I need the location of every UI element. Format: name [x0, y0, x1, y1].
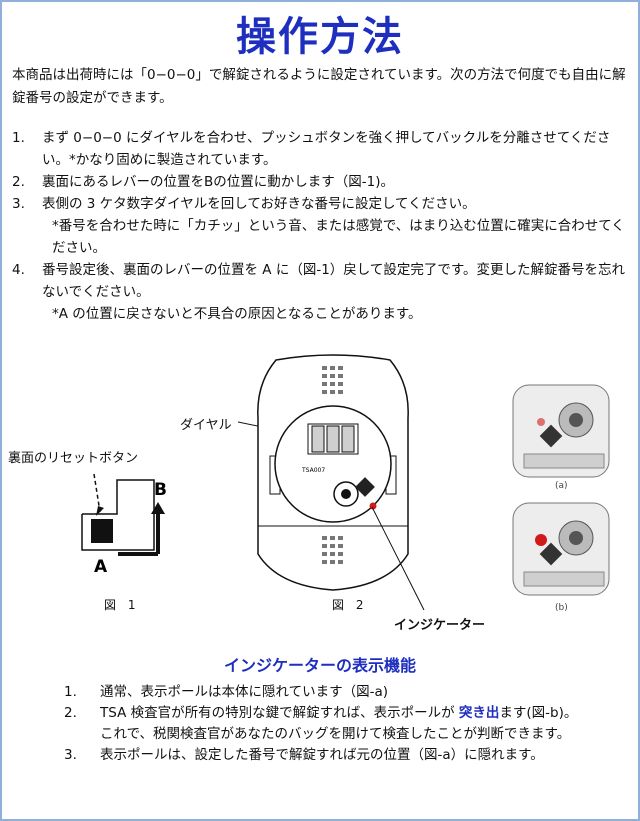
photo-indicator-hidden [537, 418, 545, 426]
figure-1-diagram: B A [81, 473, 167, 577]
step-text: 表側の 3 ケタ数字ダイヤルを回してお好きな番号に設定してください。 [42, 196, 476, 212]
item-text: 表示ポールは、設定した番号で解錠すれば元の位置（図-a）に隠れます。 [100, 747, 544, 763]
photo-a-caption: (a) [555, 481, 568, 491]
indicator-section-heading: インジケーターの表示機能 [223, 656, 416, 675]
tsa-logo-mark [355, 477, 375, 497]
photo-a: (a) [512, 384, 610, 491]
item-number: 3. [64, 747, 77, 763]
indicator-dot [369, 502, 377, 510]
intro-text: 本商品は出荷時には「0−0−0」で解錠されるように設定されています。次の方法で何… [12, 67, 626, 106]
indicator-pointer-line [371, 506, 425, 611]
photo-keyhole [569, 413, 583, 427]
item-text-after: ます(図-b)。これで、税関検査官があなたのバッグを開けて検査したことが判断でき… [100, 705, 578, 742]
pointer-arrow [93, 473, 101, 513]
indicator-item-2: 2. TSA 検査官が所有の特別な鍵で解錠すれば、表示ポールが 突き出ます(図-… [64, 703, 584, 745]
step-number: 4. [12, 262, 25, 278]
photo-keyhole [569, 531, 583, 545]
setup-steps: 1. まず 0−0−0 にダイヤルを合わせ、プッシュボタンを強く押してバックルを… [12, 127, 634, 325]
lever-b-label: B [154, 480, 167, 500]
photo-buckle [523, 571, 605, 587]
vent-grid-bottom [322, 536, 343, 564]
item-number: 2. [64, 705, 77, 721]
dial-wheels [311, 425, 355, 453]
photo-indicator-raised [535, 534, 547, 546]
lever-a-label: A [94, 557, 108, 577]
reset-button-label: 裏面のリセットボタン [8, 451, 139, 466]
vent-grid-top [322, 366, 343, 394]
step-1: 1. まず 0−0−0 にダイヤルを合わせ、プッシュボタンを強く押してバックルを… [12, 127, 634, 171]
step-note: *番号を合わせた時に「カチッ」という音、または感覚で、はまり込む位置に確実に合わ… [52, 218, 625, 256]
step-text: 裏面にあるレバーの位置をBの位置に動かします（図-1)。 [42, 174, 394, 190]
indicator-item-3: 3. 表示ポールは、設定した番号で解錠すれば元の位置（図-a）に隠れます。 [64, 745, 584, 766]
item-text: 通常、表示ポールは本体に隠れています（図-a) [100, 684, 389, 700]
step-3: 3. 表側の 3 ケタ数字ダイヤルを回してお好きな番号に設定してください。 *番… [12, 193, 634, 259]
item-text-before: TSA 検査官が所有の特別な鍵で解錠すれば、表示ポールが [100, 705, 459, 721]
arrow-head [151, 502, 165, 514]
figure-2-lock: TSA007 [238, 354, 409, 591]
page-title: 操作方法 [236, 14, 404, 60]
step-text: まず 0−0−0 にダイヤルを合わせ、プッシュボタンを強く押してバックルを分離さ… [42, 130, 611, 168]
figure-1-caption: 図 1 [104, 598, 140, 612]
dial-label: ダイヤル [180, 418, 232, 433]
item-number: 1. [64, 684, 77, 700]
indicator-label: インジケーター [394, 618, 486, 633]
figure-2-caption: 図 2 [332, 598, 368, 612]
photo-b-caption: (b) [555, 603, 568, 613]
model-text: TSA007 [301, 467, 325, 474]
keyhole-core [341, 489, 351, 499]
step-4: 4. 番号設定後、裏面のレバーの位置を A に（図-1）戻して設定完了です。変更… [12, 259, 634, 325]
step-text: 番号設定後、裏面のレバーの位置を A に（図-1）戻して設定完了です。変更した解… [42, 262, 626, 300]
photo-buckle [523, 453, 605, 469]
photo-b: (b) [512, 502, 610, 613]
arrow-head [96, 506, 104, 516]
step-number: 2. [12, 174, 25, 190]
step-number: 3. [12, 196, 25, 212]
step-note: *A の位置に戻さないと不具合の原因となることがあります。 [52, 306, 422, 322]
item-text-highlight: 突き出 [458, 705, 500, 721]
reset-button [91, 519, 113, 543]
lever-housing [81, 479, 155, 551]
step-number: 1. [12, 130, 25, 146]
step-2: 2. 裏面にあるレバーの位置をBの位置に動かします（図-1)。 [12, 171, 634, 193]
indicator-function-list: 1. 通常、表示ポールは本体に隠れています（図-a) 2. TSA 検査官が所有… [64, 682, 584, 766]
indicator-item-1: 1. 通常、表示ポールは本体に隠れています（図-a) [64, 682, 584, 703]
indicator-pointer [371, 506, 425, 611]
